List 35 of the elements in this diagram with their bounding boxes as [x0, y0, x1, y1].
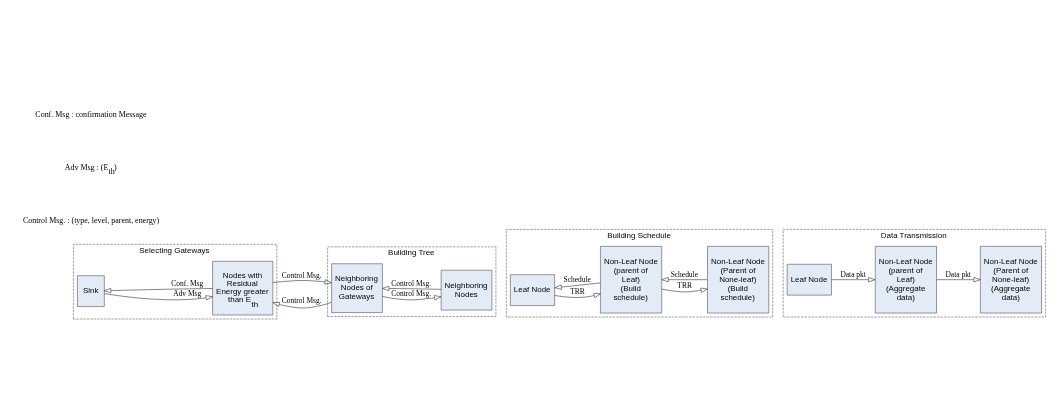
label: Control Msg. : (type, level, parent, energy)	[22, 215, 160, 225]
edge-label: Control Msg.	[281, 270, 322, 280]
node-box: Non-Leaf Node (parent of Leaf) (Build schedule)	[600, 245, 662, 313]
arrow	[104, 292, 213, 300]
node-box: Non-Leaf Node (Parent of None-leaf) (Aggregate data)	[980, 245, 1042, 313]
node-box: Neighboring Nodes	[440, 269, 493, 310]
edge-label: Control Msg.	[391, 288, 432, 298]
node-box: Non-Leaf Node (parent of Leaf) (Aggregate data)	[875, 245, 937, 313]
edge-label: TRR	[570, 286, 585, 296]
edge-label: Schedule	[670, 269, 698, 279]
edge-label: Conf. Msg	[171, 278, 204, 288]
arrow	[661, 287, 708, 293]
edge-label: Schedule	[563, 274, 591, 284]
arrow	[936, 276, 981, 282]
node-box: Leaf Node	[510, 273, 555, 306]
node-box: Leaf Node	[786, 263, 832, 295]
node-box: Non-Leaf Node (Parent of None-leaf) (Build schedule)	[707, 245, 769, 313]
arrow	[554, 282, 601, 290]
arrow	[554, 292, 601, 298]
edge-label: Adv Msg	[173, 288, 202, 298]
edge-label: Data pkt	[945, 269, 971, 279]
edge-label: Control Msg.	[391, 278, 432, 288]
edge-label: Data pkt	[840, 269, 866, 279]
node-box: Sink	[77, 274, 105, 307]
arrow	[272, 278, 332, 284]
edge-label: TRR	[677, 280, 692, 290]
label: Conf. Msg : confirmation Message	[35, 109, 147, 119]
arrow	[272, 301, 332, 308]
arrow	[661, 276, 708, 282]
arrow	[104, 287, 213, 293]
arrow	[382, 285, 442, 291]
arrow	[831, 276, 876, 282]
node-box: Neighboring Nodes of Gateways	[331, 263, 383, 313]
arrow	[382, 294, 442, 300]
edge-label: Control Msg.	[281, 295, 322, 305]
